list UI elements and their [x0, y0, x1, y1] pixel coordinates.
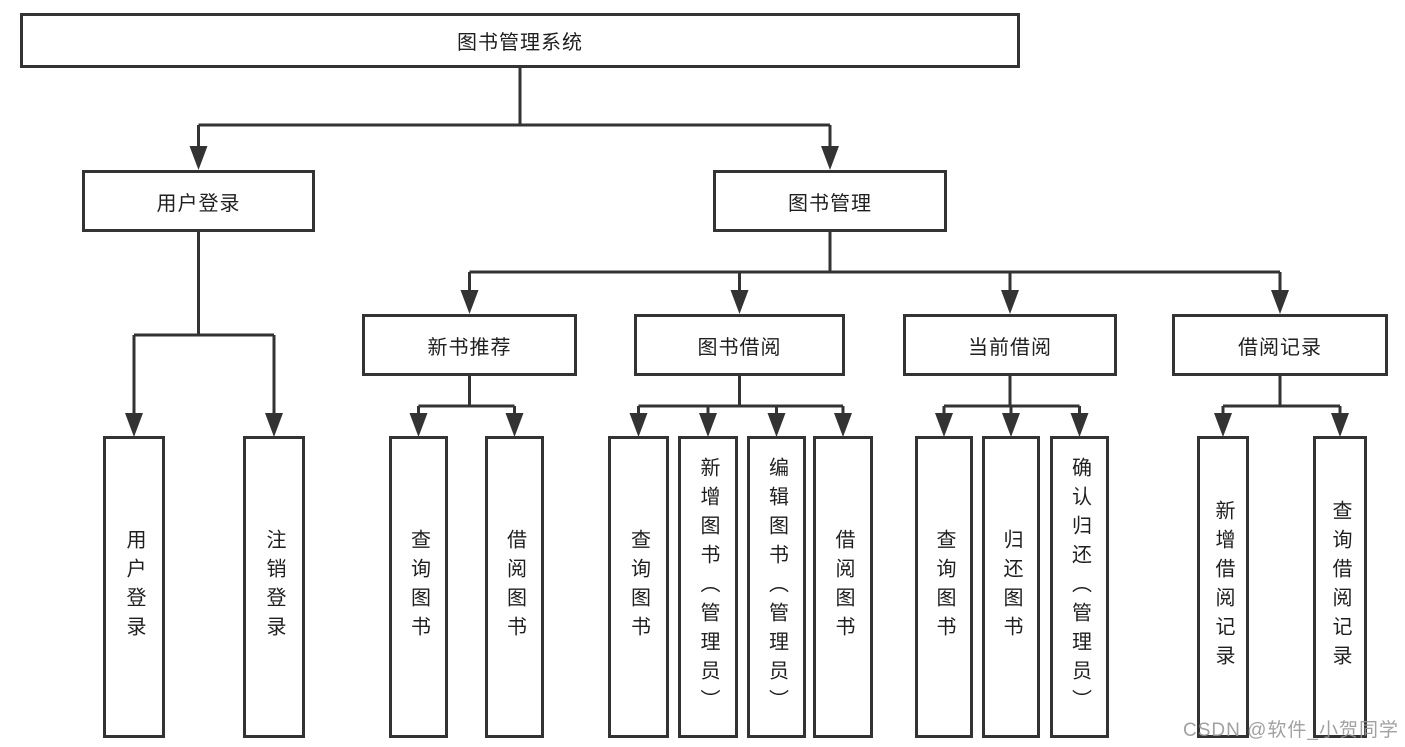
node-leaf-query-books-2: 查询图书 — [608, 436, 669, 738]
node-leaf-borrow-books-1-label: 借阅图书 — [503, 529, 526, 645]
node-root-label: 图书管理系统 — [457, 32, 583, 54]
node-user-login-label: 用户登录 — [156, 192, 241, 215]
node-book-management-label: 图书管理 — [788, 192, 872, 215]
arrowhead — [1001, 290, 1019, 314]
arrowhead — [1331, 413, 1349, 437]
node-leaf-user-login-label: 用户登录 — [123, 529, 145, 645]
arrowhead — [730, 290, 749, 314]
node-leaf-return-books-label: 归还图书 — [1000, 529, 1022, 645]
arrowhead — [460, 290, 479, 314]
node-leaf-user-login: 用户登录 — [103, 436, 165, 738]
node-leaf-add-books-label: 新增图书（管理员） — [697, 456, 719, 718]
node-leaf-borrow-books-2-label: 借阅图书 — [832, 529, 854, 645]
node-user-login: 用户登录 — [82, 170, 315, 232]
node-current-borrow-label: 当前借阅 — [968, 336, 1052, 359]
node-root: 图书管理系统 — [20, 13, 1020, 68]
node-leaf-borrow-books-2: 借阅图书 — [813, 436, 873, 738]
node-current-borrow: 当前借阅 — [903, 314, 1117, 376]
watermark: CSDN @软件_小贺同学 — [1183, 720, 1399, 741]
node-leaf-query-books-1-label: 查询图书 — [407, 529, 430, 645]
node-new-book-recommend: 新书推荐 — [362, 314, 577, 376]
node-new-book-recommend-label: 新书推荐 — [427, 336, 512, 359]
node-leaf-add-books: 新增图书（管理员） — [678, 436, 738, 738]
arrowhead — [699, 413, 717, 437]
node-leaf-query-books-1: 查询图书 — [389, 436, 448, 738]
node-leaf-borrow-books-1: 借阅图书 — [485, 436, 544, 738]
node-book-borrow: 图书借阅 — [634, 314, 845, 376]
node-leaf-add-record: 新增借阅记录 — [1197, 436, 1249, 738]
node-book-management: 图书管理 — [713, 170, 947, 232]
arrowhead — [1271, 290, 1289, 314]
arrowhead — [629, 413, 648, 437]
arrowhead — [265, 413, 283, 437]
arrowhead — [834, 413, 852, 437]
node-book-borrow-label: 图书借阅 — [697, 336, 782, 359]
node-leaf-confirm-return-label: 确认归还（管理员） — [1068, 456, 1091, 718]
node-borrow-records-label: 借阅记录 — [1238, 336, 1322, 359]
arrowhead — [1002, 413, 1020, 437]
node-leaf-query-books-3-label: 查询图书 — [933, 529, 955, 645]
arrowhead — [821, 146, 839, 170]
node-leaf-logout-label: 注销登录 — [263, 529, 285, 645]
node-borrow-records: 借阅记录 — [1172, 314, 1388, 376]
arrowhead — [1070, 413, 1089, 437]
node-leaf-edit-books-label: 编辑图书（管理员） — [765, 456, 788, 718]
arrowhead — [505, 413, 524, 437]
node-leaf-query-books-2-label: 查询图书 — [627, 529, 650, 645]
arrowhead — [1214, 413, 1232, 437]
arrowhead — [125, 413, 143, 437]
node-leaf-confirm-return: 确认归还（管理员） — [1050, 436, 1109, 738]
arrowhead — [767, 413, 786, 437]
node-leaf-query-books-3: 查询图书 — [915, 436, 973, 738]
arrowhead — [935, 413, 953, 437]
node-leaf-return-books: 归还图书 — [982, 436, 1040, 738]
node-leaf-query-record: 查询借阅记录 — [1313, 436, 1367, 738]
node-leaf-logout: 注销登录 — [243, 436, 305, 738]
node-leaf-query-record-label: 查询借阅记录 — [1329, 500, 1351, 674]
node-leaf-edit-books: 编辑图书（管理员） — [747, 436, 806, 738]
arrowhead — [409, 413, 428, 437]
arrowhead — [189, 146, 208, 170]
node-leaf-add-record-label: 新增借阅记录 — [1212, 500, 1234, 674]
